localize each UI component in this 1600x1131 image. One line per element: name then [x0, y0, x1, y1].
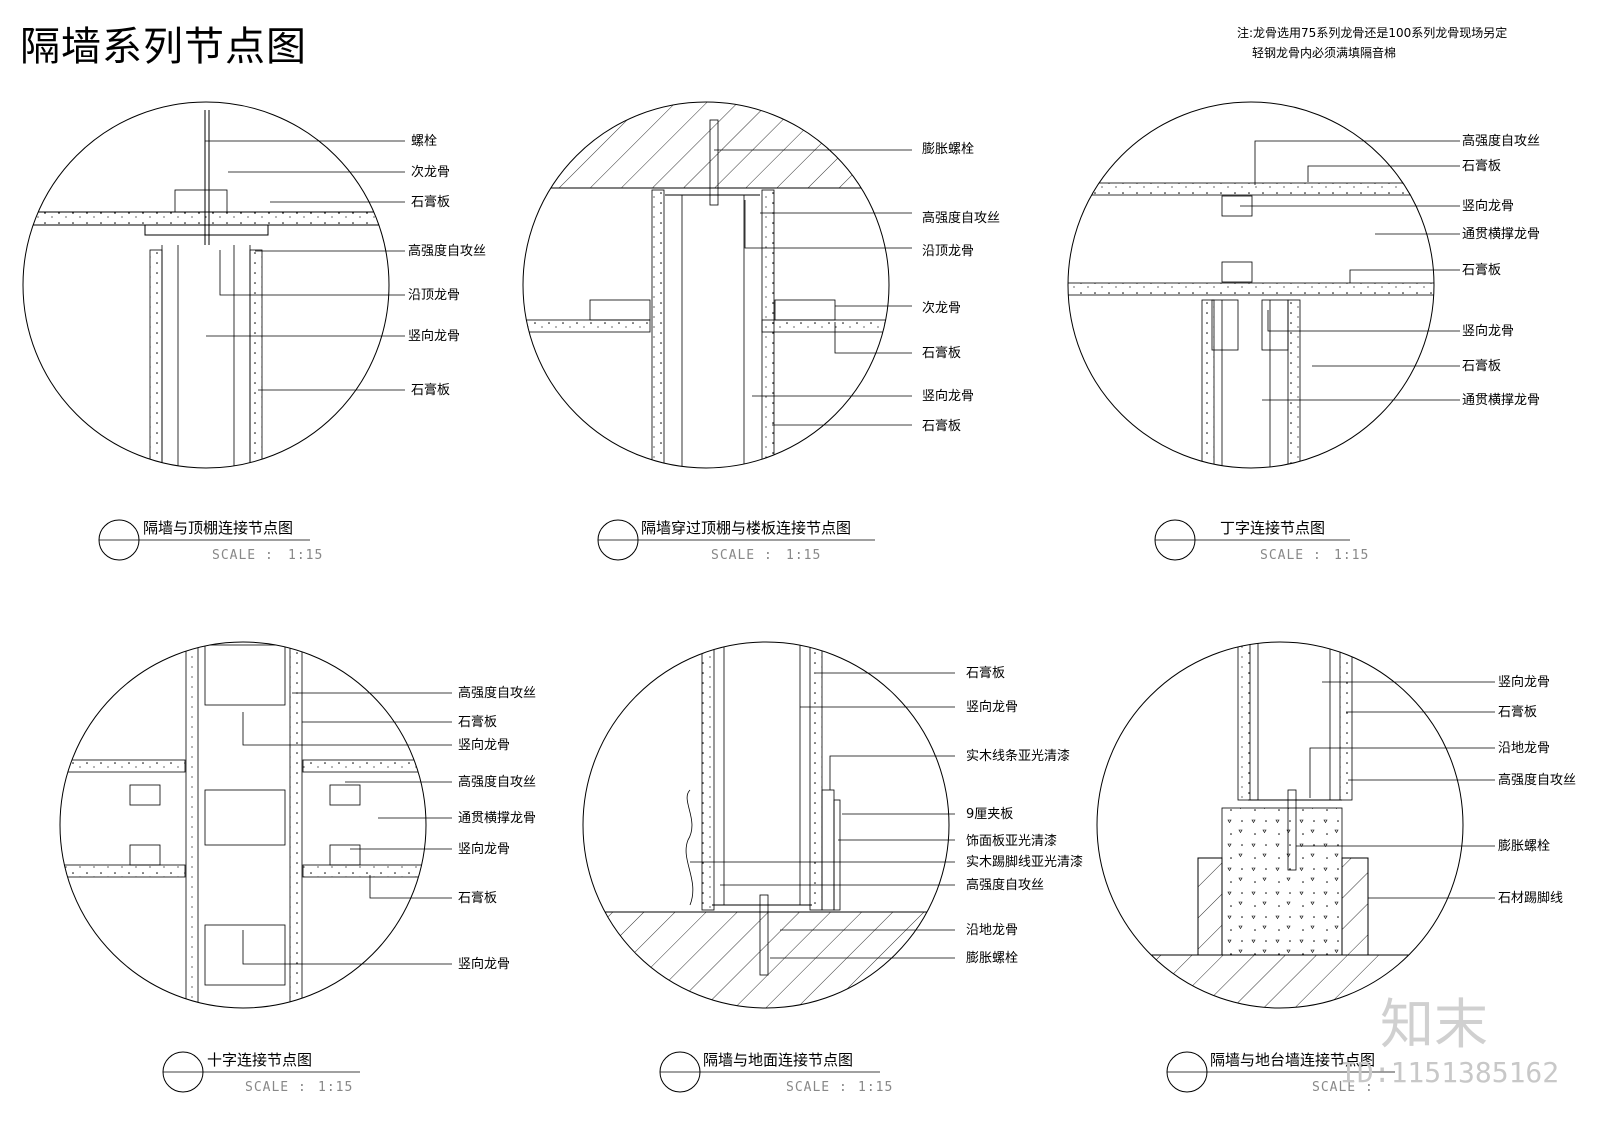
- d6-label-stone-skirting: 石材踢脚线: [1498, 890, 1563, 906]
- d6-label-anchor-bolt: 膨胀螺栓: [1498, 839, 1550, 854]
- d3-caption-marker: [1154, 519, 1350, 561]
- d2-caption-marker: [597, 519, 875, 561]
- d1-label-screw: 高强度自攻丝: [408, 243, 486, 259]
- d5-scale-label: SCALE :: [786, 1080, 848, 1095]
- d5-label-anchor-bolt: 膨胀螺栓: [966, 951, 1018, 966]
- d2-label-top-track: 沿顶龙骨: [922, 244, 974, 259]
- detail-3-t-junction: [1067, 101, 1460, 469]
- d5-label-skirting: 实木踢脚线亚光清漆: [966, 854, 1083, 870]
- d4-caption: 十字连接节点图: [207, 1051, 312, 1069]
- d5-label-screw: 高强度自攻丝: [966, 877, 1044, 893]
- note-line-1: 注:龙骨选用75系列龙骨还是100系列龙骨现场另定: [1237, 26, 1508, 40]
- d3-caption: 丁字连接节点图: [1220, 519, 1325, 537]
- note-line-2: 轻钢龙骨内必须满填隔音棉: [1252, 46, 1397, 60]
- d5-label-floor-track: 沿地龙骨: [966, 923, 1018, 938]
- d1-label-bolt: 螺栓: [411, 134, 437, 149]
- d4-label-cross-brace: 通贯横撑龙骨: [458, 811, 536, 826]
- d2-label-secondary-keel: 次龙骨: [922, 300, 961, 316]
- d1-caption: 隔墙与顶棚连接节点图: [143, 519, 293, 537]
- detail-4-cross-junction: [59, 641, 452, 1009]
- d5-label-plywood: 9厘夹板: [966, 807, 1013, 822]
- d2-scale-value: 1:15: [786, 548, 821, 563]
- d5-label-wood-trim: 实木线条亚光清漆: [966, 748, 1070, 764]
- d2-caption: 隔墙穿过顶棚与楼板连接节点图: [641, 519, 851, 537]
- d6-caption: 隔墙与地台墙连接节点图: [1210, 1051, 1375, 1069]
- d4-scale-value: 1:15: [318, 1080, 353, 1095]
- d5-label-stud: 竖向龙骨: [966, 699, 1018, 715]
- d6-caption-marker: [1166, 1051, 1395, 1093]
- d2-label-anchor-bolt: 膨胀螺栓: [922, 142, 974, 157]
- d5-label-veneer: 饰面板亚光清漆: [966, 833, 1057, 849]
- detail-5-floor-connection: [582, 641, 955, 1009]
- d6-label-stud: 竖向龙骨: [1498, 674, 1550, 690]
- d5-caption-marker: [659, 1051, 880, 1093]
- d6-label-screw: 高强度自攻丝: [1498, 772, 1576, 788]
- d3-scale-label: SCALE :: [1260, 548, 1322, 563]
- d5-scale-value: 1:15: [858, 1080, 893, 1095]
- d3-label-gypsum-3: 石膏板: [1462, 358, 1501, 374]
- d2-label-stud: 竖向龙骨: [922, 388, 974, 404]
- d4-label-stud-3: 竖向龙骨: [458, 956, 510, 972]
- d5-label-gypsum: 石膏板: [966, 665, 1005, 681]
- d3-label-stud: 竖向龙骨: [1462, 198, 1514, 214]
- d1-label-top-track: 沿顶龙骨: [408, 288, 460, 303]
- d3-label-cross-brace-2: 通贯横撑龙骨: [1462, 393, 1540, 408]
- d4-label-stud-2: 竖向龙骨: [458, 841, 510, 857]
- d4-label-screw-2: 高强度自攻丝: [458, 774, 536, 790]
- d4-scale-label: SCALE :: [245, 1080, 307, 1095]
- d4-label-stud: 竖向龙骨: [458, 737, 510, 753]
- detail-1-ceiling-connection: [22, 101, 405, 469]
- d3-scale-value: 1:15: [1334, 548, 1369, 563]
- detail-6-platform-connection: [1096, 641, 1495, 1009]
- d1-scale-value: 1:15: [288, 548, 323, 563]
- detail-2-through-ceiling: [522, 101, 912, 469]
- d1-scale-label: SCALE :: [212, 548, 274, 563]
- d3-label-gypsum-2: 石膏板: [1462, 262, 1501, 278]
- d2-label-gypsum-2: 石膏板: [922, 418, 961, 434]
- d3-label-screw: 高强度自攻丝: [1462, 133, 1540, 149]
- d4-label-gypsum: 石膏板: [458, 714, 497, 730]
- d6-label-gypsum: 石膏板: [1498, 704, 1537, 720]
- d4-label-screw: 高强度自攻丝: [458, 685, 536, 701]
- d3-label-stud-2: 竖向龙骨: [1462, 323, 1514, 339]
- d2-label-gypsum: 石膏板: [922, 345, 961, 361]
- page-title: 隔墙系列节点图: [20, 24, 307, 70]
- d6-scale-label: SCALE :: [1312, 1080, 1374, 1095]
- d1-label-secondary-keel: 次龙骨: [411, 164, 450, 180]
- d1-label-stud: 竖向龙骨: [408, 328, 460, 344]
- d5-caption: 隔墙与地面连接节点图: [703, 1051, 853, 1069]
- d2-label-screw: 高强度自攻丝: [922, 210, 1000, 226]
- d1-label-gypsum-2: 石膏板: [411, 382, 450, 398]
- d3-label-gypsum: 石膏板: [1462, 158, 1501, 174]
- watermark-logo: 知末: [1380, 993, 1488, 1056]
- d1-caption-marker: [98, 519, 310, 561]
- watermark-id: ID:1151385162: [1340, 1056, 1560, 1089]
- d2-scale-label: SCALE :: [711, 548, 773, 563]
- d4-caption-marker: [162, 1051, 360, 1093]
- d4-label-gypsum-2: 石膏板: [458, 890, 497, 906]
- d1-label-gypsum: 石膏板: [411, 194, 450, 210]
- d6-label-floor-track: 沿地龙骨: [1498, 741, 1550, 756]
- d3-label-cross-brace: 通贯横撑龙骨: [1462, 227, 1540, 242]
